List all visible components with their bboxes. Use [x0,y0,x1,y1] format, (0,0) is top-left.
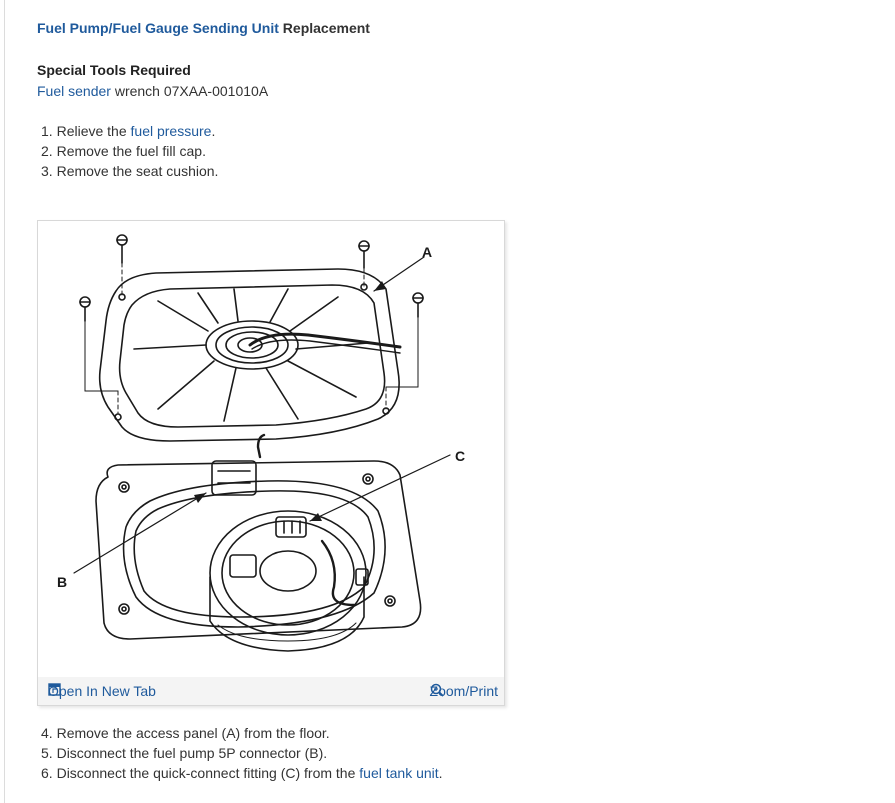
title-link[interactable]: Fuel Pump/Fuel Gauge Sending Unit [37,20,279,36]
arrow-b [194,493,206,503]
leader-b [73,492,207,574]
open-in-new-tab-label: Open In New Tab [48,683,156,699]
callout-b: B [57,574,67,590]
step-text: Relieve the [56,123,131,139]
step-4: 4. Remove the access panel (A) from the … [41,723,443,743]
step-2: 2. Remove the fuel fill cap. [41,141,218,161]
step-text: Remove the access panel (A) from the flo… [56,725,330,741]
step-number: 6. [41,765,57,781]
step-number: 4. [41,725,57,741]
special-tools-heading: Special Tools Required [37,62,191,78]
step-number: 5. [41,745,57,761]
step-number: 3. [41,163,57,179]
arrow-a [374,281,386,291]
open-in-new-tab-icon [48,683,61,696]
fuel-pressure-link[interactable]: fuel pressure [130,123,212,139]
arrow-c [310,513,322,521]
callout-a: A [422,244,432,260]
screw-left [79,296,119,414]
step-text: Remove the seat cushion. [56,163,219,179]
title-suffix: Replacement [278,20,370,36]
fuel-pump-unit [209,510,369,652]
step-1: 1. Relieve the fuel pressure. [41,121,218,141]
step-5: 5. Disconnect the fuel pump 5P connector… [41,743,443,763]
floor-opening [95,460,422,640]
screw-right [385,292,424,410]
step-text-end: . [438,765,443,781]
page-left-rule [4,0,5,803]
step-text: Remove the fuel fill cap. [56,143,206,159]
step-6: 6. Disconnect the quick-connect fitting … [41,763,443,783]
steps-list-1: 1. Relieve the fuel pressure. 2. Remove … [41,121,218,181]
fuel-pump-illustration: A C B [57,234,465,652]
zoom-print-label: Zoom/Print [429,683,498,699]
page-title: Fuel Pump/Fuel Gauge Sending Unit Replac… [37,20,370,36]
screw-top-right [358,240,370,287]
step-text-end: . [211,123,216,139]
step-text: Disconnect the fuel pump 5P connector (B… [56,745,328,761]
step-3: 3. Remove the seat cushion. [41,161,218,181]
special-tools-line: Fuel sender wrench 07XAA-001010A [37,83,268,99]
leader-c [309,454,451,522]
zoom-in-icon [430,683,444,697]
illustration-box: A C B Open In New Tab Zoom/Print [37,220,505,706]
step-number: 1. [41,123,57,139]
fuel-pump-connector [211,433,266,496]
steps-list-2: 4. Remove the access panel (A) from the … [41,723,443,783]
special-tool-text: wrench 07XAA-001010A [110,83,269,99]
step-number: 2. [41,143,57,159]
fuel-sender-link[interactable]: Fuel sender [37,83,111,99]
open-in-new-tab-button[interactable]: Open In New Tab [48,683,156,699]
callout-c: C [455,448,465,464]
illustration-toolbar: Open In New Tab Zoom/Print [38,677,504,705]
access-panel [98,268,402,442]
fuel-tank-unit-link[interactable]: fuel tank unit [359,765,439,781]
screw-top-left [116,234,128,296]
step-text: Disconnect the quick-connect fitting (C)… [56,765,360,781]
zoom-print-button[interactable]: Zoom/Print [430,683,498,699]
